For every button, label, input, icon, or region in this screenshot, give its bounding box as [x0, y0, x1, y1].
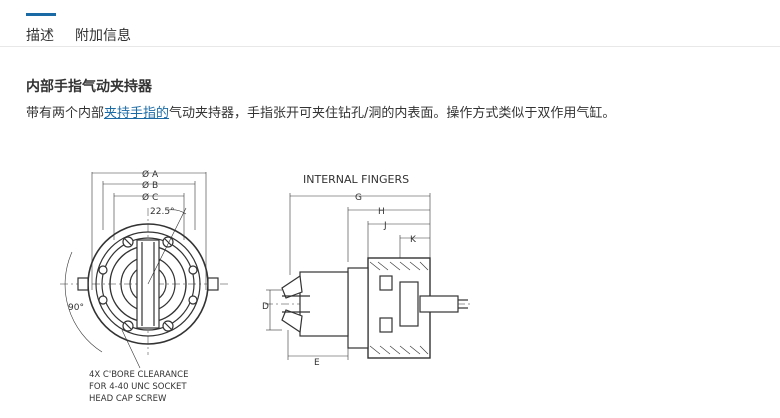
- front-view: [60, 172, 230, 369]
- note-line-3: HEAD CAP SCREW: [89, 394, 167, 404]
- angle-label-large: 90°: [68, 303, 84, 313]
- dim-label-h: H: [378, 207, 385, 217]
- desc-text-after: 气动夹持器，手指张开可夹住钻孔/洞的内表面。操作方式类似于双作用气缸。: [169, 106, 616, 121]
- tab-bar: 描述 附加信息: [0, 0, 780, 47]
- dim-label-b: Ø B: [142, 180, 158, 191]
- dim-label-d: D: [262, 302, 269, 312]
- dim-label-k: K: [410, 235, 417, 245]
- desc-link[interactable]: 夹持手指的: [104, 106, 170, 121]
- dim-label-c: Ø C: [142, 192, 158, 203]
- tab-additional-info[interactable]: 附加信息: [75, 28, 131, 44]
- tab-description[interactable]: 描述: [26, 28, 54, 44]
- section-heading: 内部手指气动夹持器: [26, 79, 152, 95]
- dim-label-g: G: [355, 193, 362, 203]
- dim-label-j: J: [383, 221, 387, 231]
- dim-label-a: Ø A: [142, 169, 159, 180]
- drawing-title: INTERNAL FINGERS: [303, 173, 409, 186]
- dim-label-e: E: [314, 358, 320, 368]
- note-line-2: FOR 4-40 UNC SOCKET: [89, 382, 187, 392]
- desc-text-before: 带有两个内部: [26, 106, 105, 121]
- section-description: 带有两个内部夹持手指的气动夹持器，手指张开可夹住钻孔/洞的内表面。操作方式类似于…: [26, 104, 615, 124]
- active-tab-indicator: [26, 13, 56, 16]
- angle-label-small: 22.5°: [150, 207, 175, 217]
- note-line-1: 4X C'BORE CLEARANCE: [89, 370, 188, 380]
- section-view: [265, 193, 470, 360]
